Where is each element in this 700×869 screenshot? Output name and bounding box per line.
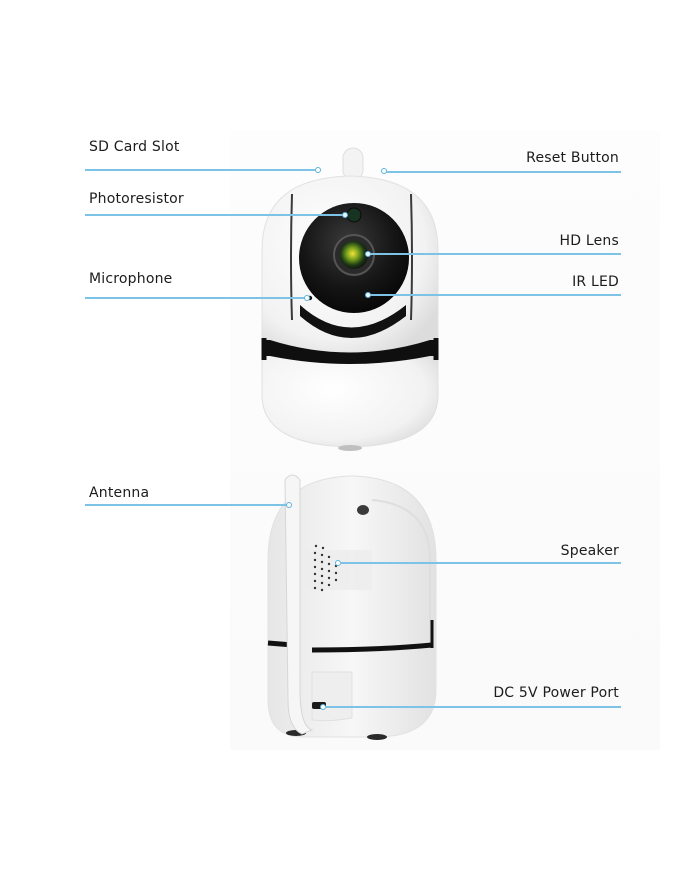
leader-line-ir-led: [370, 294, 621, 296]
label-hd-lens: HD Lens: [559, 233, 619, 249]
leader-line-speaker: [340, 562, 621, 564]
label-speaker: Speaker: [560, 543, 619, 559]
label-dc-power-port: DC 5V Power Port: [493, 685, 619, 701]
callout-dot-microphone: [304, 295, 310, 301]
leader-line-photoresistor: [85, 214, 343, 216]
side-camera: [267, 474, 437, 740]
label-photoresistor: Photoresistor: [89, 191, 184, 207]
callout-dot-photoresistor: [342, 212, 348, 218]
callout-dot-antenna: [286, 502, 292, 508]
label-reset-button: Reset Button: [526, 150, 619, 166]
leader-line-dc-power-port: [325, 706, 621, 708]
label-sd-card-slot: SD Card Slot: [89, 139, 180, 155]
leader-line-hd-lens: [370, 253, 621, 255]
callout-dot-sd-card-slot: [315, 167, 321, 173]
label-ir-led: IR LED: [572, 274, 619, 290]
front-camera: [261, 147, 439, 451]
leader-line-reset-button: [386, 171, 621, 173]
label-antenna: Antenna: [89, 485, 150, 501]
leader-line-sd-card-slot: [85, 169, 315, 171]
leader-line-microphone: [85, 297, 305, 299]
leader-line-antenna: [85, 504, 287, 506]
label-microphone: Microphone: [89, 271, 173, 287]
speaker-grille: [313, 544, 338, 592]
